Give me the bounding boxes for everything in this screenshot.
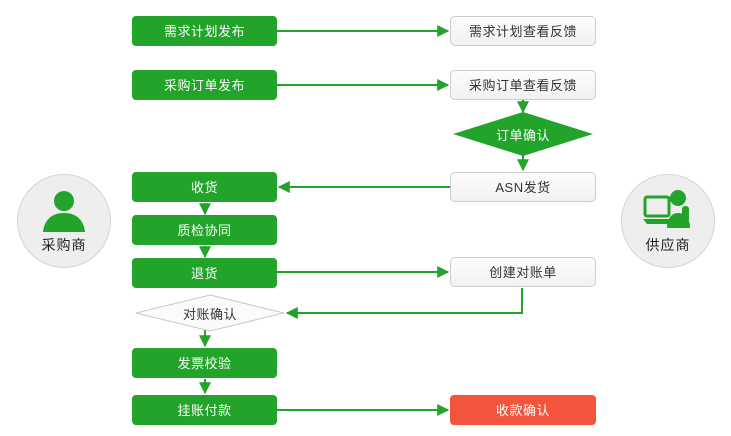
node-label: 退货 — [190, 265, 218, 281]
node-label: 收货 — [190, 179, 218, 195]
node-receive-goods[interactable]: 收货 — [132, 172, 277, 202]
actor-label: 供应商 — [645, 236, 691, 253]
node-asn-shipment[interactable]: ASN发货 — [450, 172, 596, 202]
node-invoice-verification[interactable]: 发票校验 — [132, 348, 277, 378]
node-reconciliation-confirm[interactable]: 对账确认 — [135, 294, 285, 332]
node-label: 发票校验 — [177, 355, 232, 371]
node-label: 对账确认 — [182, 306, 237, 322]
node-label: 挂账付款 — [177, 402, 232, 418]
diamond-shape — [453, 112, 593, 156]
actor-label: 采购商 — [41, 236, 87, 253]
node-label: 质检协同 — [177, 222, 232, 238]
node-label: 采购订单发布 — [163, 77, 245, 93]
node-label: 收款确认 — [495, 402, 550, 418]
node-label: ASN发货 — [495, 179, 551, 195]
node-label: 需求计划发布 — [163, 23, 245, 39]
node-quality-inspection-collaboration[interactable]: 质检协同 — [132, 215, 277, 245]
node-return-goods[interactable]: 退货 — [132, 258, 277, 288]
person-at-computer-icon — [643, 189, 690, 228]
node-label: 订单确认 — [495, 127, 550, 143]
edge-n10-n11 — [285, 288, 523, 319]
node-demand-plan-publish[interactable]: 需求计划发布 — [132, 16, 277, 46]
node-accrual-payment[interactable]: 挂账付款 — [132, 395, 277, 425]
node-demand-plan-view-feedback[interactable]: 需求计划查看反馈 — [450, 16, 596, 46]
node-label: 创建对账单 — [489, 264, 557, 280]
node-purchase-order-view-feedback[interactable]: 采购订单查看反馈 — [450, 70, 596, 100]
node-label: 需求计划查看反馈 — [468, 23, 577, 39]
actor-supplier[interactable]: 供应商 — [621, 174, 715, 268]
node-payment-receipt-confirm[interactable]: 收款确认 — [450, 395, 596, 425]
node-order-confirm[interactable]: 订单确认 — [453, 112, 593, 156]
node-label: 采购订单查看反馈 — [468, 77, 577, 93]
person-icon — [43, 190, 85, 232]
diamond-shape — [135, 294, 285, 332]
actor-buyer[interactable]: 采购商 — [17, 174, 111, 268]
node-purchase-order-publish[interactable]: 采购订单发布 — [132, 70, 277, 100]
node-create-reconciliation-statement[interactable]: 创建对账单 — [450, 257, 596, 287]
